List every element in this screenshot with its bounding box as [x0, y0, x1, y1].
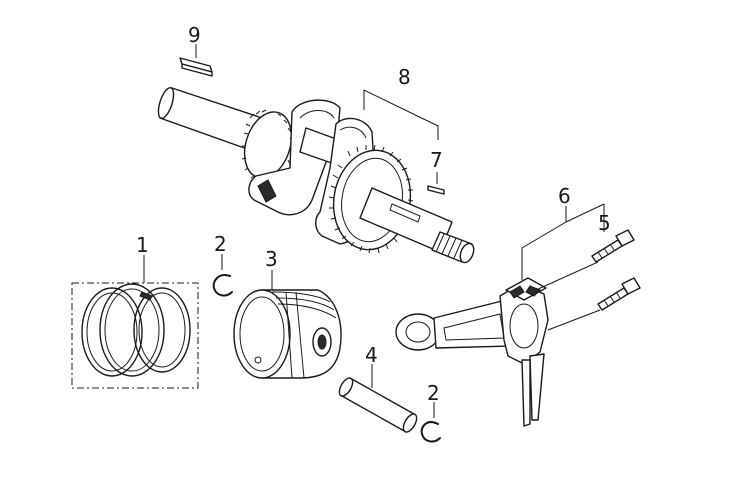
- bolt-part-5-lower: [597, 277, 641, 311]
- leader-5-upper-ref: [535, 261, 599, 291]
- leader-5-lower-ref: [547, 309, 601, 331]
- connecting-rod-part-6: [395, 277, 549, 427]
- key-part-9: [179, 57, 213, 77]
- circlip-part-2-lower: [420, 421, 441, 443]
- callout-1: 1: [136, 233, 149, 257]
- leader-6a: [521, 206, 567, 280]
- circlip-part-2-upper: [212, 274, 233, 297]
- key-part-7: [427, 185, 445, 195]
- piston-rings-part-1: [71, 282, 199, 389]
- leader-6b: [565, 203, 605, 223]
- leader-8: [363, 89, 439, 140]
- callout-9: 9: [188, 23, 201, 47]
- callout-4: 4: [365, 343, 378, 367]
- callout-2b: 2: [427, 381, 440, 405]
- piston-part-3: [233, 289, 342, 379]
- callout-6: 6: [558, 184, 571, 208]
- bolt-part-5-upper: [591, 229, 635, 263]
- piston-pin-part-4: [338, 377, 418, 433]
- crankshaft-part-8: [157, 86, 475, 264]
- callout-8: 8: [398, 65, 411, 89]
- callout-3: 3: [265, 247, 278, 271]
- callout-5: 5: [598, 211, 611, 235]
- callout-7: 7: [430, 148, 443, 172]
- callout-2a: 2: [214, 232, 227, 256]
